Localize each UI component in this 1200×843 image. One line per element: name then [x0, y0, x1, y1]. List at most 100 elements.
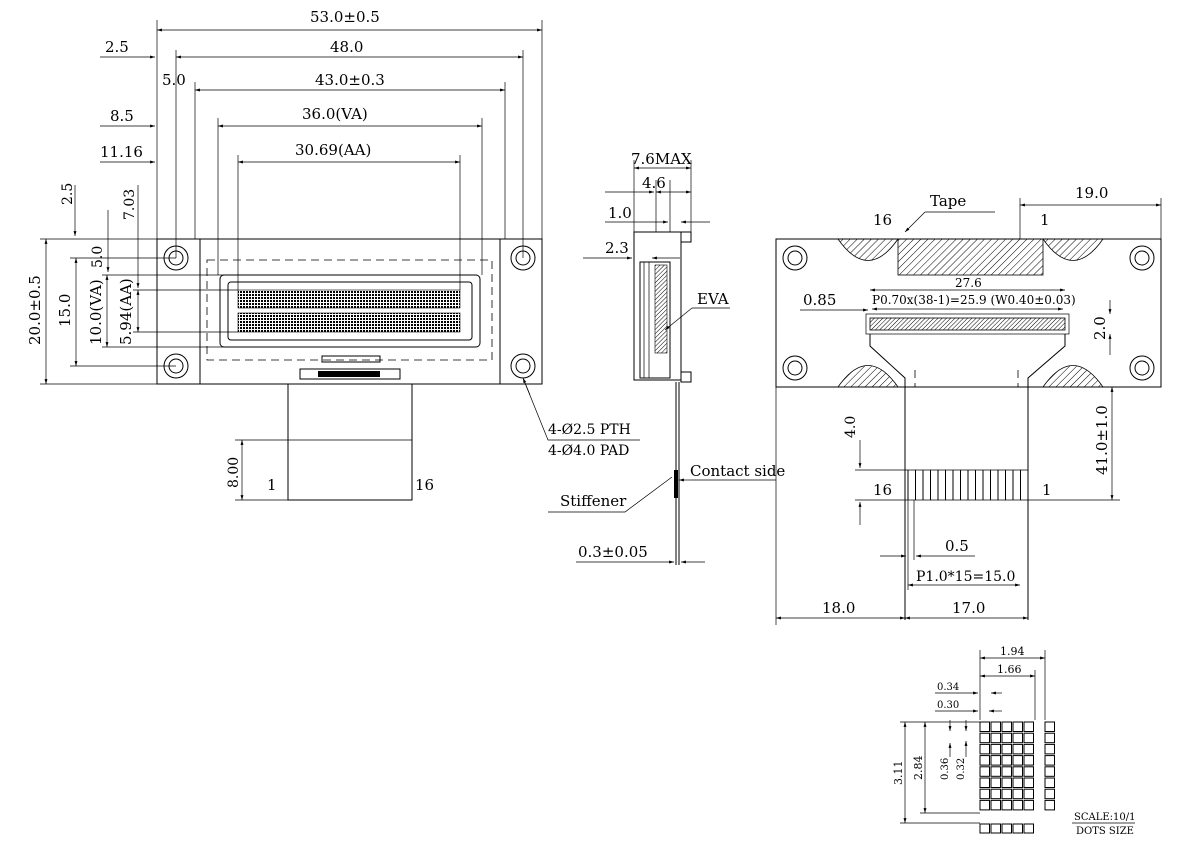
dim-1-94-label: 1.94 [1000, 645, 1025, 658]
pixel-dot [1001, 721, 1012, 732]
cursor-dot [979, 823, 990, 834]
connector-pins [318, 371, 380, 377]
adjacent-dot [1044, 743, 1055, 755]
pixel-dot [990, 732, 1001, 744]
stiffener-label: Stiffener [560, 492, 627, 510]
dim-43-label: 43.0±0.3 [315, 71, 385, 89]
pixel-dot [1012, 799, 1023, 811]
dim-0-3-label: 0.3±0.05 [578, 543, 648, 561]
dim-4-0-label: 4.0 [843, 416, 859, 438]
dim-2-3-label: 2.3 [605, 239, 629, 257]
eva-label: EVA [697, 290, 729, 308]
fpc-fingers [907, 470, 1021, 500]
fpc-pin-first: 1 [267, 476, 277, 494]
pixel-dot [990, 788, 1001, 800]
pixel-dot [1023, 743, 1034, 755]
pixel-dot [990, 721, 1001, 732]
dim-48-label: 48.0 [330, 38, 363, 56]
dot-matrix [979, 721, 1034, 811]
cursor-dot [1001, 823, 1012, 834]
pixel-dot [1001, 799, 1012, 811]
pixel-dot [1023, 788, 1034, 800]
view-area [219, 274, 481, 348]
dim-3-11-label: 3.11 [892, 761, 905, 786]
dim-0-85-label: 0.85 [803, 291, 836, 309]
cursor-dot [1012, 823, 1023, 834]
dim-20-label: 20.0±0.5 [26, 275, 44, 345]
pixel-dot [1001, 788, 1012, 800]
dots-size-label: DOTS SIZE [1076, 826, 1134, 837]
pixel-dot [1023, 766, 1034, 777]
pixel-dot [979, 743, 990, 755]
pixel-dot [1012, 755, 1023, 766]
eva-hatch [654, 264, 668, 354]
tape-label: Tape [930, 192, 966, 210]
pixel-dot [990, 743, 1001, 755]
dim-27-6-label: 27.6 [955, 276, 982, 290]
adjacent-dot [1044, 799, 1055, 811]
back-hole-bl [782, 355, 808, 381]
adjacent-column [1044, 721, 1055, 811]
adjacent-dot [1044, 755, 1055, 766]
dim-2-0-label: 2.0 [1091, 316, 1109, 340]
pixel-dot [1012, 777, 1023, 788]
side-pcb [633, 231, 682, 381]
side-view: 7.6MAX 4.6 1.0 2.3 EVA Contact side Stif… [548, 150, 785, 565]
pixel-dot [1023, 799, 1034, 811]
dim-top-2-5-label: 2.5 [60, 183, 76, 205]
dim-7-6-label: 7.6MAX [631, 150, 692, 168]
back-hole-br [1129, 355, 1155, 381]
adjacent-dot [1044, 721, 1055, 732]
dim-11-16-label: 11.16 [100, 143, 143, 161]
pixel-dot [979, 766, 990, 777]
pixel-dot [1012, 788, 1023, 800]
adjacent-dot [1044, 788, 1055, 800]
pixel-dot [1023, 732, 1034, 744]
pixel-dot [1001, 743, 1012, 755]
dim-19-label: 19.0 [1075, 184, 1108, 202]
dim-18-label: 18.0 [822, 599, 855, 617]
dim-0-36-label: 0.36 [940, 758, 951, 780]
bond-pad-strip [869, 317, 1066, 331]
char-row-2 [237, 312, 461, 333]
dim-4-6-label: 4.6 [642, 174, 666, 192]
dim-0-32-label: 0.32 [956, 758, 967, 780]
dim-top-5-0-label: 5.0 [90, 246, 106, 268]
pixel-dot [1023, 721, 1034, 732]
dim-5-0-label: 5.0 [162, 71, 186, 89]
active-area [227, 281, 473, 341]
hole-callout-line2: 4-Ø4.0 PAD [548, 443, 629, 459]
back-pin-16: 16 [873, 211, 892, 229]
dim-8-5-label: 8.5 [110, 107, 134, 125]
dim-0-34-label: 0.34 [937, 682, 959, 693]
dim-0-5-label: 0.5 [945, 537, 969, 555]
stiffener [674, 470, 678, 498]
pixel-dot [1001, 732, 1012, 744]
front-view: 53.0±0.5 48.0 2.5 43.0±0.3 5.0 36.0(VA) … [26, 8, 640, 501]
connector-body [299, 368, 401, 380]
pixel-dot [1023, 755, 1034, 766]
pixel-dot [990, 799, 1001, 811]
dim-30-69-label: 30.69(AA) [295, 141, 371, 159]
scale-label: SCALE:10/1 [1074, 812, 1136, 823]
pixel-dot [979, 721, 990, 732]
dim-2-84-label: 2.84 [912, 756, 925, 781]
pixel-dot [1023, 777, 1034, 788]
mount-hole-br [510, 353, 536, 379]
dim-1-0-label: 1.0 [608, 204, 632, 222]
pixel-dot [1012, 732, 1023, 744]
dim-0-30-label: 0.30 [937, 700, 959, 711]
pixel-dot [1001, 755, 1012, 766]
window-dashed [206, 259, 493, 361]
pixel-dot [990, 755, 1001, 766]
adjacent-dot [1044, 777, 1055, 788]
pixel-dot [1012, 721, 1023, 732]
tape-area [897, 238, 1044, 276]
contact-side-label: Contact side [690, 462, 785, 480]
fpc-pitch-label: P1.0*15=15.0 [916, 569, 1015, 585]
fpc-pin-last: 16 [415, 476, 434, 494]
back-hole-tr [1129, 245, 1155, 271]
pixel-dot [990, 766, 1001, 777]
pixel-dot [1012, 766, 1023, 777]
